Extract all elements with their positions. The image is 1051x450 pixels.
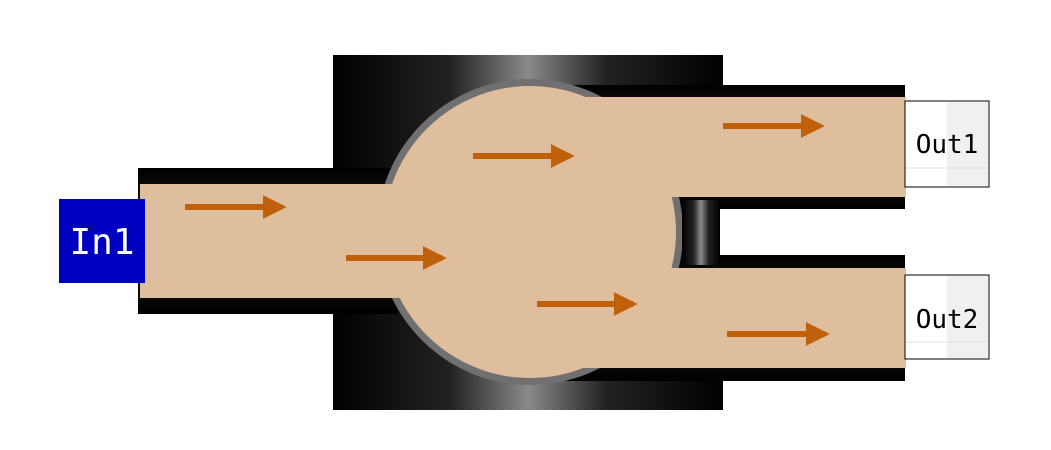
input-port-label: In1 (69, 222, 134, 263)
output-port-1-label: Out1 (916, 130, 979, 160)
input-port[interactable]: In1 (59, 199, 145, 283)
flow-arrows (185, 114, 830, 346)
output-port-2[interactable]: Out2 (904, 274, 990, 360)
splitter-gap (720, 209, 906, 255)
output-port-1-shade (947, 102, 988, 186)
splitter-tongue-edge (682, 200, 720, 265)
outlet1-fluid (540, 97, 906, 197)
input-port-box (59, 199, 145, 283)
outlet2-fluid (540, 268, 906, 368)
output-port-2-label: Out2 (916, 305, 979, 335)
output-port-2-shade (947, 276, 988, 358)
inlet-fluid (140, 184, 400, 298)
output-port-1[interactable]: Out1 (904, 100, 990, 188)
